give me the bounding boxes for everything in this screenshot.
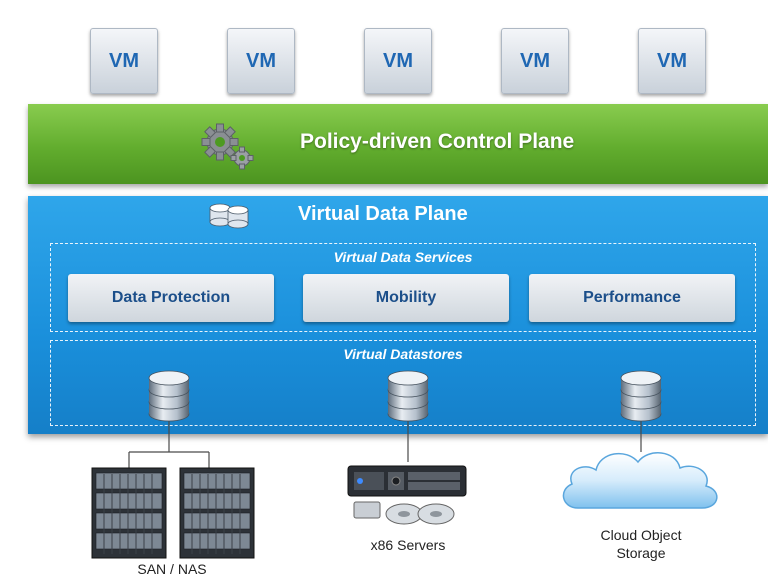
- vm-box: VM: [364, 28, 432, 94]
- database-stack-icon: [209, 203, 249, 229]
- cloud-storage-label-line2: Storage: [616, 545, 666, 561]
- cloud-icon: [562, 452, 718, 509]
- vm-box: VM: [638, 28, 706, 94]
- control-plane-bar: Policy-driven Control Plane: [28, 104, 768, 184]
- virtual-data-services-group: Virtual Data Services Data Protection Mo…: [50, 243, 756, 332]
- performance-service: Performance: [529, 274, 735, 322]
- cloud-storage-label: Cloud Object Storage: [576, 526, 706, 562]
- virtual-data-services-title: Virtual Data Services: [333, 249, 473, 265]
- vm-box: VM: [501, 28, 569, 94]
- vm-box: VM: [227, 28, 295, 94]
- virtual-datastores-title: Virtual Datastores: [343, 346, 463, 362]
- gears-icon: [201, 123, 254, 170]
- mobility-service: Mobility: [303, 274, 509, 322]
- datastore-disk-icon: [620, 370, 662, 422]
- connector-lines: [128, 420, 642, 468]
- server-rack-icon: [91, 467, 255, 559]
- datastore-disk-icon: [387, 370, 429, 422]
- virtual-datastores-group: Virtual Datastores: [50, 340, 756, 426]
- san-nas-label: SAN / NAS: [137, 561, 207, 577]
- data-plane-title: Virtual Data Plane: [298, 203, 468, 225]
- x86-servers-label: x86 Servers: [370, 537, 446, 553]
- x86-server-icon: [347, 465, 467, 525]
- control-plane-title: Policy-driven Control Plane: [300, 130, 575, 153]
- data-protection-service: Data Protection: [68, 274, 274, 322]
- cloud-storage-label-line1: Cloud Object: [600, 527, 682, 543]
- datastore-disk-icon: [148, 370, 190, 422]
- vm-box: VM: [90, 28, 158, 94]
